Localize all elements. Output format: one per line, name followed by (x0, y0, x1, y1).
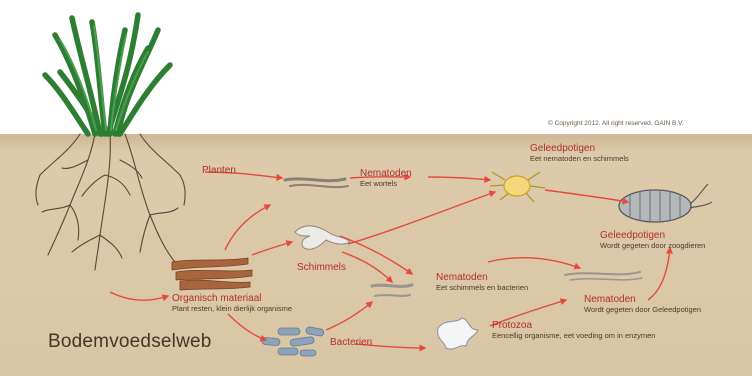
label-protozoa: Protozoa Eencellig organisme, eet voedin… (492, 320, 655, 340)
bacterien-title: Bacterien (330, 337, 372, 348)
organisch-sub: Plant resten, klein dierlijk organisme (172, 305, 292, 314)
protozoa-title: Protozoa (492, 320, 655, 332)
label-nematoden-schimmels: Nematoden Eet schimmels en bacterien (436, 272, 528, 292)
organic-matter-illustration (172, 258, 252, 290)
label-nematoden-3: Nematoden Wordt gegeten door Geleedpotig… (584, 294, 701, 314)
label-organisch-materiaal: Organisch materiaal Plant resten, klein … (172, 293, 292, 313)
nematoden-wortels-title: Nematoden (360, 168, 412, 180)
geleedpotigen-1-title: Geleedpotigen (530, 143, 629, 155)
label-planten: Planten (202, 165, 236, 177)
label-geleedpotigen-1: Geleedpotigen Eet nematoden en schimmels (530, 143, 629, 163)
nematoden-schimmels-title: Nematoden (436, 272, 528, 284)
organisch-title: Organisch materiaal (172, 293, 292, 305)
nematoden-schimmels-sub: Eet schimmels en bacterien (436, 284, 528, 293)
label-bacterien: Bacterien (330, 337, 372, 349)
protozoa-sub: Eencellig organisme, eet voeding om in e… (492, 332, 655, 341)
planten-title: Planten (202, 165, 236, 176)
label-schimmels: Schimmels (297, 262, 346, 274)
copyright-notice: © Copyright 2012. All right reserved. GA… (548, 120, 684, 127)
diagram-title: Bodemvoedselweb (48, 331, 212, 353)
grass-plant (45, 15, 170, 134)
nematoden-3-title: Nematoden (584, 294, 701, 306)
label-geleedpotigen-2: Geleedpotigen Wordt gegeten door zoogdie… (600, 230, 705, 250)
schimmels-title: Schimmels (297, 262, 346, 273)
nematoden-wortels-sub: Eet wortels (360, 180, 412, 189)
geleedpotigen-2-sub: Wordt gegeten door zoogdieren (600, 242, 705, 251)
nematoden-3-sub: Wordt gegeten door Geleedpotigen (584, 306, 701, 315)
label-nematoden-wortels: Nematoden Eet wortels (360, 168, 412, 188)
geleedpotigen-1-sub: Eet nematoden en schimmels (530, 155, 629, 164)
geleedpotigen-2-title: Geleedpotigen (600, 230, 705, 242)
